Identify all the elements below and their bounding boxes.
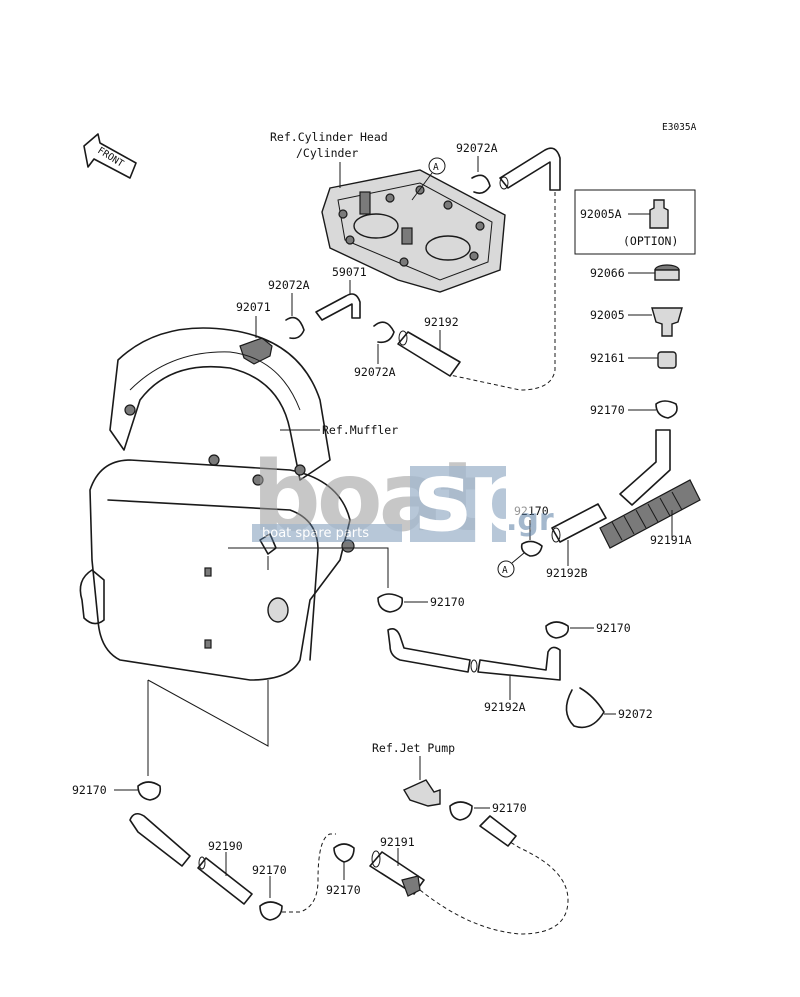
hose-92192B [551, 503, 607, 543]
corrugated-hose-92191A [599, 479, 701, 549]
callout-a-mid: A [497, 552, 525, 578]
ref-jet-pump-label: Ref.Jet Pump [372, 741, 455, 755]
hose-route-dash-c [419, 841, 569, 935]
watermark-logo: boat sp .gr boat spare parts [252, 441, 554, 553]
hose-jet-pump-icon [479, 815, 517, 847]
clamp-92170-b1-icon [259, 901, 283, 921]
cylinder-head-drawing [321, 162, 506, 293]
fitting-59071-icon [315, 293, 361, 321]
part-label-92072A-top: 92072A [456, 141, 498, 155]
route-line-left2 [147, 679, 269, 747]
hose-92190 [129, 812, 253, 905]
clamp-92170-r1-icon [655, 400, 678, 419]
clamp-92170-b2-icon [333, 843, 355, 863]
part-label-92161: 92161 [590, 351, 625, 365]
part-label-92190: 92190 [208, 839, 243, 853]
part-label-92192B: 92192B [546, 566, 588, 580]
callout-a-top: A [411, 157, 446, 201]
svg-text:A: A [433, 162, 439, 173]
clamp-ring-left-icon [285, 316, 305, 340]
svg-text:A: A [502, 565, 508, 576]
part-label-92170-left: 92170 [72, 783, 107, 797]
part-label-59071: 59071 [332, 265, 367, 279]
option-note: (OPTION) [623, 234, 678, 248]
clamp-92170-center-icon [377, 593, 404, 613]
hose-route-dash [449, 192, 556, 391]
route-line [228, 547, 389, 588]
svg-text:boat: boat [252, 441, 483, 553]
band-clamp-92072-icon [565, 687, 605, 729]
svg-text:sp: sp [414, 441, 532, 553]
part-label-92170-r1: 92170 [590, 403, 625, 417]
diagram-code: E3035A [662, 122, 697, 133]
part-label-92170-b2: 92170 [326, 883, 361, 897]
hose-92192 [397, 330, 461, 377]
option-part-label: 92005A [580, 207, 622, 221]
hose-route-dash-b [282, 833, 336, 913]
part-label-92071: 92071 [236, 300, 271, 314]
elbow-hose-top [499, 147, 561, 191]
ref-cylinder-label: /Cylinder [296, 146, 358, 160]
fitting-92161-icon [657, 351, 677, 369]
part-label-92005: 92005 [590, 308, 625, 322]
clamp-ring-icon [471, 174, 491, 194]
clamp-ring-low-icon [373, 321, 395, 344]
part-label-92170-r2: 92170 [596, 621, 631, 635]
part-label-92192A: 92192A [484, 700, 526, 714]
fitting-92005-icon [651, 307, 683, 337]
elbow-hose-right [619, 429, 671, 506]
part-label-92192: 92192 [424, 315, 459, 329]
front-arrow-icon: FRONT [83, 133, 137, 179]
part-label-92170-center: 92170 [430, 595, 465, 609]
hose-92192A [387, 628, 561, 681]
plug-92071-icon [239, 337, 273, 365]
part-label-92170-b1: 92170 [252, 863, 287, 877]
part-label-92072A-low: 92072A [354, 365, 396, 379]
hose-92191 [369, 850, 425, 897]
svg-text:boat spare parts: boat spare parts [262, 526, 369, 541]
svg-text:.gr: .gr [506, 503, 554, 538]
part-label-92191: 92191 [380, 835, 415, 849]
clamp-92170-r2-icon [545, 621, 570, 639]
clamp-92170-jp-icon [449, 801, 473, 821]
part-label-92191A: 92191A [650, 533, 692, 547]
clamp-92170-mid-icon [520, 540, 543, 557]
ref-muffler-label: Ref.Muffler [322, 423, 398, 437]
part-label-92170-mid: 92170 [514, 504, 549, 518]
jet-pump-fitting-icon [402, 756, 441, 807]
part-label-92066: 92066 [590, 266, 625, 280]
option-box [574, 189, 696, 255]
part-label-92072A-left: 92072A [268, 278, 310, 292]
part-label-92072: 92072 [618, 707, 653, 721]
ref-cylinder-head-label: Ref.Cylinder Head [270, 130, 388, 144]
part-label-92170-jp: 92170 [492, 801, 527, 815]
muffler-drawing [79, 327, 355, 681]
clamp-92170-left-icon [137, 781, 162, 801]
